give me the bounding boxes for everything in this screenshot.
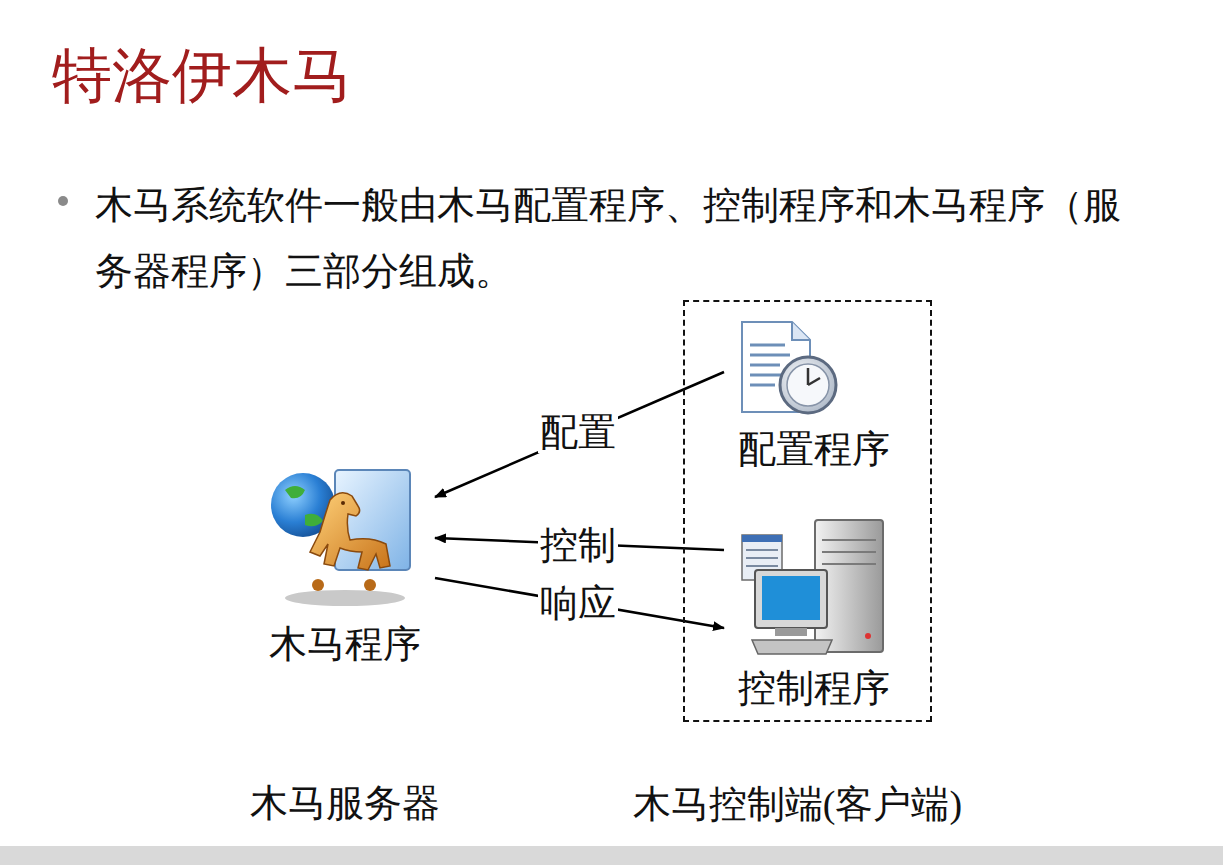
bullet-dot bbox=[58, 196, 68, 206]
footer-notch bbox=[965, 838, 975, 846]
control-program: 控制程序 bbox=[724, 514, 904, 716]
node-label: 配置程序 bbox=[724, 427, 904, 471]
side-caption: 木马服务器 bbox=[230, 780, 460, 826]
edge-label: 响应 bbox=[538, 582, 618, 624]
trojan-icon bbox=[271, 470, 410, 606]
config-program: 配置程序 bbox=[724, 317, 904, 475]
slide-title: 特洛伊木马 bbox=[52, 40, 352, 110]
footer-band bbox=[0, 846, 1223, 865]
bullet-text: 木马系统软件一般由木马配置程序、控制程序和木马程序（服务器程序）三部分组成。 bbox=[95, 172, 1155, 304]
config-file-icon bbox=[742, 322, 836, 413]
trojan-program: 木马程序 bbox=[255, 462, 435, 667]
client-region: 木马控制端(客户端)配置程序控制程序 bbox=[683, 300, 932, 722]
edge-label: 控制 bbox=[538, 524, 618, 566]
edge-label: 配置 bbox=[538, 411, 618, 453]
node-label: 木马控制端(客户端) bbox=[535, 782, 1060, 826]
computer-icon bbox=[742, 520, 883, 654]
node-label: 木马程序 bbox=[255, 622, 435, 666]
connector-arrow bbox=[435, 578, 724, 628]
node-label: 控制程序 bbox=[724, 666, 904, 710]
connector-arrow bbox=[435, 372, 724, 497]
